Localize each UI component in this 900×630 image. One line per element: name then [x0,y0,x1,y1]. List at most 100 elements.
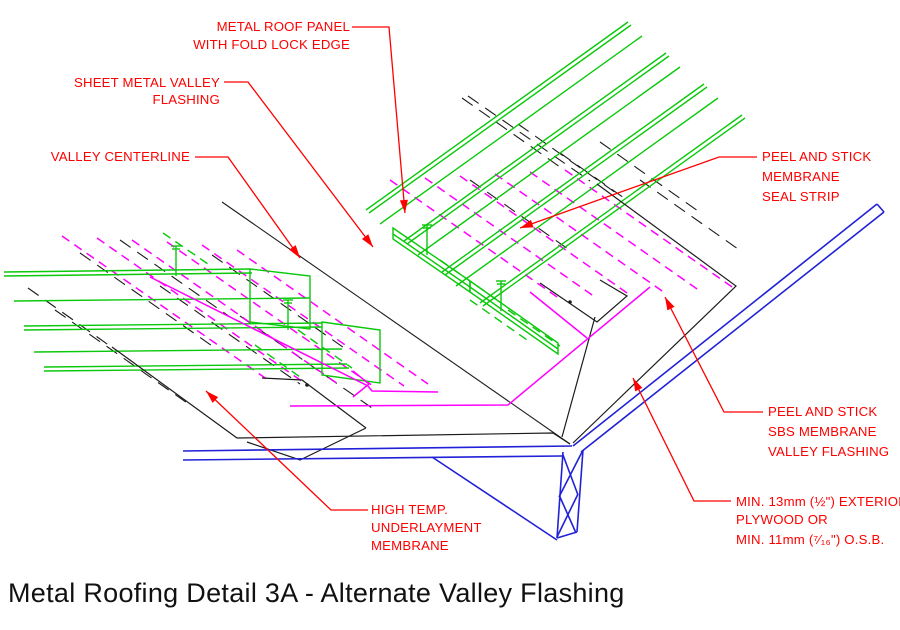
label-sheet-metal-valley-flashing: SHEET METAL VALLEY FLASHING [74,75,220,107]
leader-lines-segment [195,156,301,259]
leader-lines-segment [664,296,763,413]
leader-lines-segment [632,377,731,502]
sheet-metal-flashing-and-underlayment-black-segment [561,316,596,438]
metal-roof-panels-right-segment [479,114,743,304]
plywood-deck-and-truss-blue-segment [558,451,583,498]
metal-roof-panels-right-segment [455,97,719,287]
hidden-flashing-edges-black-dashed-segment [461,97,561,168]
sheet-metal-flashing-and-underlayment-black-segment [261,377,367,429]
sbs-membrane-magenta [149,276,651,407]
label-peel-and-stick-seal-strip-line: MEMBRANE [762,169,840,184]
sheet-metal-flashing-and-underlayment-black-segment [572,183,737,444]
sbs-membrane-magenta-segment [149,276,439,393]
fold-lock-edge-details-segment [321,321,381,384]
metal-roof-panels-right [365,21,746,307]
metal-roof-panels-right-segment [417,66,681,256]
hidden-panel-edges-green-dashed-segment [162,232,209,265]
hidden-flashing-edges-black-dashed-segment [79,252,216,349]
fold-lock-edge-details-segment [469,279,559,356]
metal-roof-panels-left-segment [23,322,323,327]
plywood-deck-and-truss-blue [182,203,885,541]
seal-strip-magenta-dashed-segment [61,235,269,381]
seal-strip-magenta-dashed-segment [459,175,631,296]
leader-lines-segment [519,156,757,229]
seal-strip-magenta-dashed-segment [494,173,666,294]
fold-lock-edge-details-segment [249,268,311,330]
label-high-temp-underlayment-line: MEMBRANE [371,538,449,553]
leader-lines-segment [205,390,368,511]
leader-lines [195,26,763,511]
metal-roof-panels-left-segment [3,268,251,273]
valley-centerline-segment [221,201,571,445]
fold-lock-edge-details [171,224,559,384]
hidden-flashing-edges-black-dashed-segment [467,95,591,182]
label-peel-and-stick-sbs-membrane-line: PEEL AND STICK [768,404,877,419]
label-peel-and-stick-sbs-membrane-line: SBS MEMBRANE [768,424,877,439]
metal-roof-panels-left [3,268,350,372]
sheet-metal-flashing-and-underlayment-black-segment [539,279,629,323]
leader-arrowhead [665,297,675,311]
valley-centerline [221,201,571,445]
label-valley-centerline-line: VALLEY CENTERLINE [51,149,190,164]
plywood-deck-and-truss-blue-segment [576,449,584,533]
leader-arrowhead [520,219,534,228]
seal-strip-magenta-dashed-segment [131,239,339,385]
label-high-temp-underlayment-line: HIGH TEMP. [371,502,448,517]
sbs-membrane-magenta-segment [352,370,371,398]
plywood-deck-and-truss-blue-segment [580,211,885,453]
metal-roof-panels-left-segment [3,272,253,277]
plywood-deck-and-truss-blue-segment [572,203,878,447]
sheet-metal-flashing-and-underlayment-black-segment [111,346,571,445]
metal-roof-panels-right-segment [379,35,643,225]
plywood-deck-and-truss-blue-segment [556,531,578,539]
seal-strip-magenta-dashed-segment [201,244,405,387]
metal-roof-panels-right-segment [441,83,705,273]
leader-arrowhead [289,245,300,258]
seal-strip-magenta-dashed [61,169,736,387]
fastener-dot [305,383,309,387]
label-peel-and-stick-sbs-membrane: PEEL AND STICK SBS MEMBRANE VALLEY FLASHIN… [768,404,889,459]
hidden-flashing-edges-black-dashed-segment [159,285,301,385]
sheet-metal-flashing-and-underlayment-black-segment [246,427,367,461]
plywood-deck-and-truss-blue-segment [876,203,885,213]
metal-roof-panels-right-segment [482,117,746,307]
leader-arrowhead [633,378,643,392]
label-plywood-osb-line: MIN. 13mm (½") EXTERIOR [736,494,900,509]
hidden-flashing-edges-black-dashed-segment [27,287,111,347]
metal-roof-panels-right-segment [368,24,632,214]
label-peel-and-stick-seal-strip-line: PEEL AND STICK [762,149,871,164]
metal-roof-panels-right-segment [444,86,708,276]
plywood-deck-and-truss-blue-segment [182,445,573,452]
leader-arrowhead [206,391,219,403]
label-peel-and-stick-sbs-membrane-line: VALLEY FLASHING [768,444,889,459]
sbs-membrane-magenta-segment [289,286,651,407]
metal-roof-panels-left-segment [23,326,323,331]
seal-strip-magenta-dashed-segment [424,177,596,298]
seal-strip-magenta-dashed-segment [236,249,429,385]
label-peel-and-stick-seal-strip: PEEL AND STICK MEMBRANE SEAL STRIP [762,149,871,204]
hidden-flashing-edges-black-dashed-segment [469,179,569,250]
label-sheet-metal-valley-flashing-line: SHEET METAL VALLEY [74,75,220,90]
hidden-flashing-edges-black-dashed-segment [211,254,348,351]
label-valley-centerline: VALLEY CENTERLINE [51,149,190,164]
label-plywood-osb-line: PLYWOOD OR [736,512,828,527]
hidden-flashing-edges-black-dashed-segment [559,152,628,201]
hidden-flashing-edges-black-dashed [27,95,739,409]
metal-roof-panels-left-segment [33,348,343,353]
label-peel-and-stick-seal-strip-line: SEAL STRIP [762,189,840,204]
metal-roof-panels-left-segment [43,363,348,368]
plywood-deck-and-truss-blue-segment [556,493,579,538]
label-metal-roof-panel-line: WITH FOLD LOCK EDGE [193,37,350,52]
seal-strip-magenta-dashed-segment [529,171,701,292]
hidden-flashing-edges-black-dashed-segment [599,141,699,212]
seal-strip-magenta-dashed-segment [96,237,304,383]
leader-arrowhead [399,199,408,213]
leader-arrowhead [361,234,373,247]
hidden-flashing-edges-black-dashed-segment [119,239,231,318]
plywood-deck-and-truss-blue-segment [431,456,558,541]
label-metal-roof-panel-line: METAL ROOF PANEL [217,19,350,34]
label-sheet-metal-valley-flashing-line: FLASHING [152,92,220,107]
